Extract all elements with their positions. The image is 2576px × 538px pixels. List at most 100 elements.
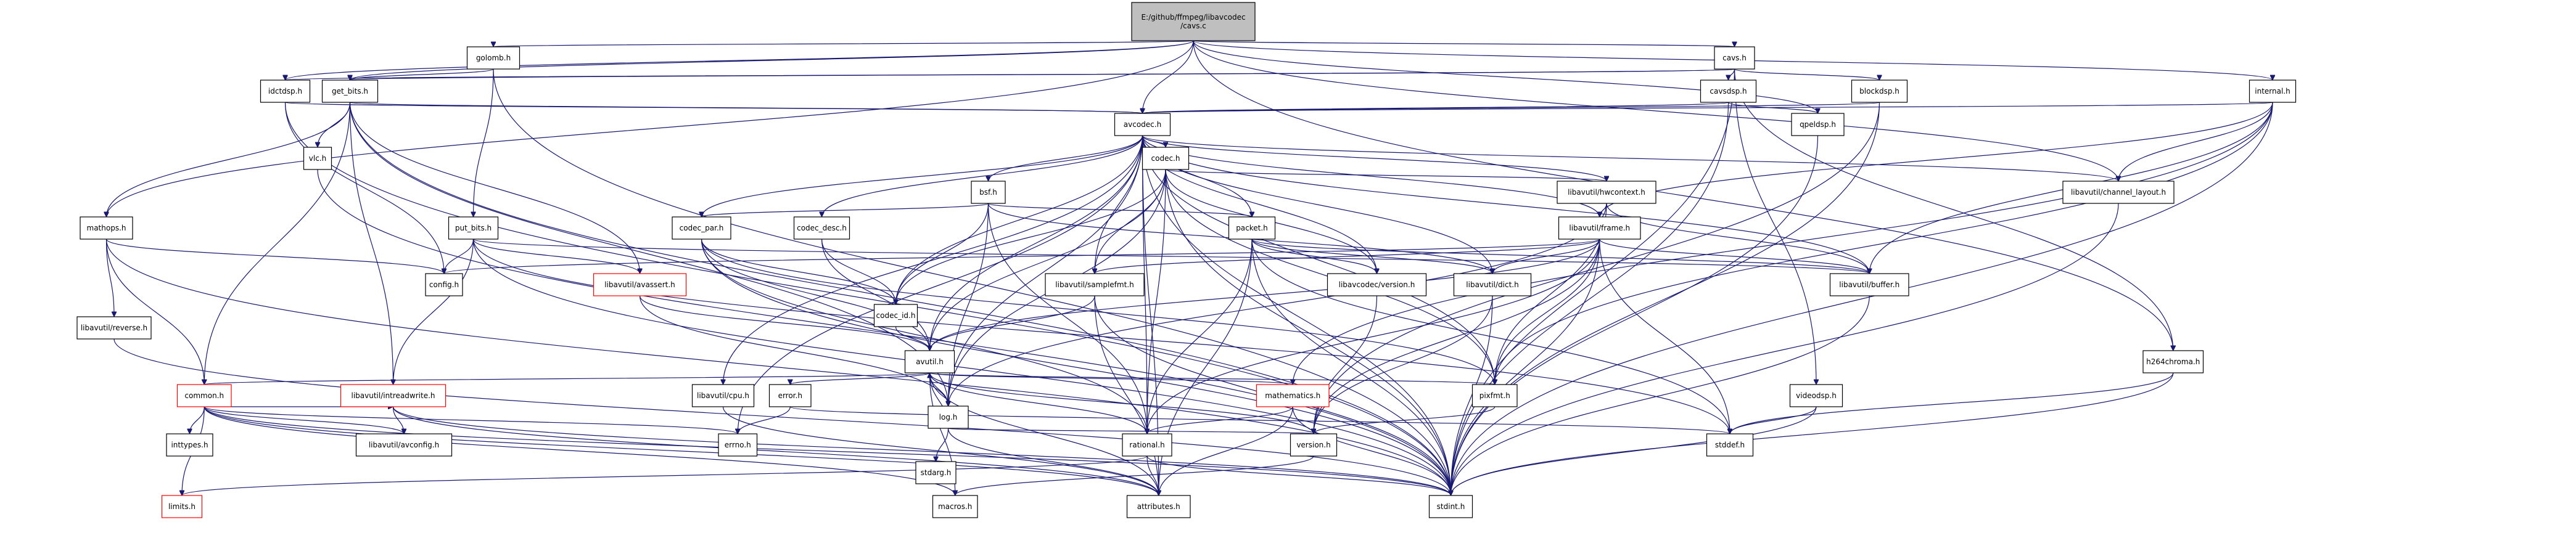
node-bsf[interactable]: bsf.h xyxy=(971,181,1006,204)
node-cavs[interactable]: cavs.h xyxy=(1714,46,1755,70)
edge-mathematics-to-attributes xyxy=(1159,406,1293,495)
node-cpu[interactable]: libavutil/cpu.h xyxy=(691,384,755,407)
node-stdarg-label: stdarg.h xyxy=(921,468,952,477)
node-cpu-label: libavutil/cpu.h xyxy=(697,391,749,400)
node-codec[interactable]: codec.h xyxy=(1142,147,1190,170)
edge-getbits-to-avassert xyxy=(349,102,640,274)
node-stddef[interactable]: stddef.h xyxy=(1706,433,1754,457)
node-intreadwrite[interactable]: libavutil/intreadwrite.h xyxy=(340,384,446,407)
node-error[interactable]: error.h xyxy=(768,384,812,407)
node-h264chroma[interactable]: h264chroma.h xyxy=(2142,350,2204,373)
edge-root-to-avcodec xyxy=(1143,40,1194,113)
node-buffer[interactable]: libavutil/buffer.h xyxy=(1829,273,1909,296)
edge-codecpar-to-stdint xyxy=(701,238,1451,495)
edge-log-to-stdarg xyxy=(936,428,949,462)
node-log[interactable]: log.h xyxy=(928,406,969,429)
node-macros[interactable]: macros.h xyxy=(932,495,978,518)
node-avutil[interactable]: avutil.h xyxy=(904,350,955,373)
node-avassert[interactable]: libavutil/avassert.h xyxy=(593,273,687,296)
edge-internal-to-avcodec xyxy=(1143,102,2273,113)
edge-avcodec-to-log xyxy=(949,135,1143,406)
edge-intreadwrite-to-avconfig xyxy=(392,406,405,434)
edge-packet-to-rational xyxy=(1147,238,1253,434)
node-vlc[interactable]: vlc.h xyxy=(303,147,332,170)
edge-packet-to-stdint xyxy=(1251,238,1451,495)
node-mathops-label: mathops.h xyxy=(87,224,126,232)
node-root[interactable]: E:/github/ffmpeg/libavcodec/cavs.c xyxy=(1131,2,1256,41)
node-pixfmt[interactable]: pixfmt.h xyxy=(1471,384,1518,407)
node-codecid[interactable]: codec_id.h xyxy=(873,304,918,327)
node-videodsp[interactable]: videodsp.h xyxy=(1789,384,1843,407)
node-internal-box xyxy=(2249,79,2297,103)
node-version[interactable]: version.h xyxy=(1290,433,1338,457)
node-blockdsp[interactable]: blockdsp.h xyxy=(1851,79,1908,103)
node-mathematics[interactable]: mathematics.h xyxy=(1256,384,1330,407)
node-getbits-label: get_bits.h xyxy=(332,87,368,96)
node-qpeldsp[interactable]: qpeldsp.h xyxy=(1791,113,1845,136)
node-cavsdsp[interactable]: cavsdsp.h xyxy=(1700,79,1757,103)
node-stdint[interactable]: stdint.h xyxy=(1428,495,1473,518)
edge-frame-to-buffer xyxy=(1599,238,1870,274)
node-errno[interactable]: errno.h xyxy=(718,433,758,457)
edge-putbits-to-buffer xyxy=(472,238,1870,274)
node-mathops[interactable]: mathops.h xyxy=(80,216,133,240)
node-getbits[interactable]: get_bits.h xyxy=(321,79,379,103)
edge-putbits-to-intreadwrite xyxy=(393,238,474,385)
node-pixfmt-label: pixfmt.h xyxy=(1479,391,1510,400)
edge-packet-to-buffer xyxy=(1251,238,1869,274)
node-config[interactable]: config.h xyxy=(425,273,463,296)
node-common[interactable]: common.h xyxy=(176,384,232,407)
edge-blockdsp-to-avcodec xyxy=(1143,102,1880,114)
edge-getbits-to-common xyxy=(204,102,351,385)
edge-golomb-to-putbits xyxy=(474,68,494,217)
node-putbits-label: put_bits.h xyxy=(455,224,492,232)
node-reverse[interactable]: libavutil/reverse.h xyxy=(76,316,152,340)
node-stddef-box xyxy=(1706,433,1754,457)
node-avconfig[interactable]: libavutil/avconfig.h xyxy=(355,433,453,457)
node-packet[interactable]: packet.h xyxy=(1228,216,1276,240)
edge-getbits-to-intreadwrite xyxy=(349,102,393,385)
node-packet-label: packet.h xyxy=(1236,224,1268,232)
node-hwcontext[interactable]: libavutil/hwcontext.h xyxy=(1557,181,1656,204)
node-inttypes[interactable]: inttypes.h xyxy=(166,433,213,457)
edge-root-to-mathops xyxy=(107,40,1194,217)
nodes-layer: E:/github/ffmpeg/libavcodec/cavs.c golomb… xyxy=(76,2,2297,518)
node-limits[interactable]: limits.h xyxy=(161,495,203,518)
edge-common-to-stdint xyxy=(204,406,1451,495)
node-getbits-box xyxy=(321,79,379,103)
edge-mathops-to-reverse xyxy=(105,238,115,317)
node-rational[interactable]: rational.h xyxy=(1122,433,1172,457)
node-blockdsp-box xyxy=(1851,79,1908,103)
node-attributes[interactable]: attributes.h xyxy=(1126,495,1191,518)
node-samplefmt[interactable]: libavutil/samplefmt.h xyxy=(1045,273,1145,296)
node-h264chroma-box xyxy=(2142,350,2204,373)
node-golomb[interactable]: golomb.h xyxy=(466,46,521,70)
node-avcodec[interactable]: avcodec.h xyxy=(1114,113,1171,136)
node-avconfig-box xyxy=(355,433,453,457)
node-codecdesc-label: codec_desc.h xyxy=(797,224,847,232)
edge-putbits-to-stddef xyxy=(472,238,1730,434)
node-lavcversion[interactable]: libavcodec/version.h xyxy=(1327,273,1427,296)
node-codecpar[interactable]: codec_par.h xyxy=(672,216,731,240)
node-attributes-box xyxy=(1126,495,1191,518)
edge-qpeldsp-to-stdint xyxy=(1451,135,1819,495)
node-samplefmt-box xyxy=(1045,273,1145,296)
edge-videodsp-to-stdint xyxy=(1451,406,1817,495)
node-idctdsp[interactable]: idctdsp.h xyxy=(260,79,311,103)
node-putbits[interactable]: put_bits.h xyxy=(448,216,499,240)
node-codecdesc[interactable]: codec_desc.h xyxy=(793,216,850,240)
node-channellayout[interactable]: libavutil/channel_layout.h xyxy=(2062,181,2175,204)
edge-codec-to-codecid xyxy=(896,169,1166,304)
node-internal[interactable]: internal.h xyxy=(2249,79,2297,103)
node-codec-box xyxy=(1142,147,1190,170)
node-config-box xyxy=(425,273,463,296)
node-stdarg[interactable]: stdarg.h xyxy=(915,461,957,484)
edge-avutil-to-rational xyxy=(929,372,1148,434)
node-hwcontext-label: libavutil/hwcontext.h xyxy=(1568,188,1645,197)
node-frame[interactable]: libavutil/frame.h xyxy=(1558,216,1641,240)
node-lavcversion-label: libavcodec/version.h xyxy=(1339,280,1415,289)
node-error-label: error.h xyxy=(778,391,802,400)
edge-channellayout-to-stdint xyxy=(1451,203,2119,495)
node-dict[interactable]: libavutil/dict.h xyxy=(1453,273,1532,296)
